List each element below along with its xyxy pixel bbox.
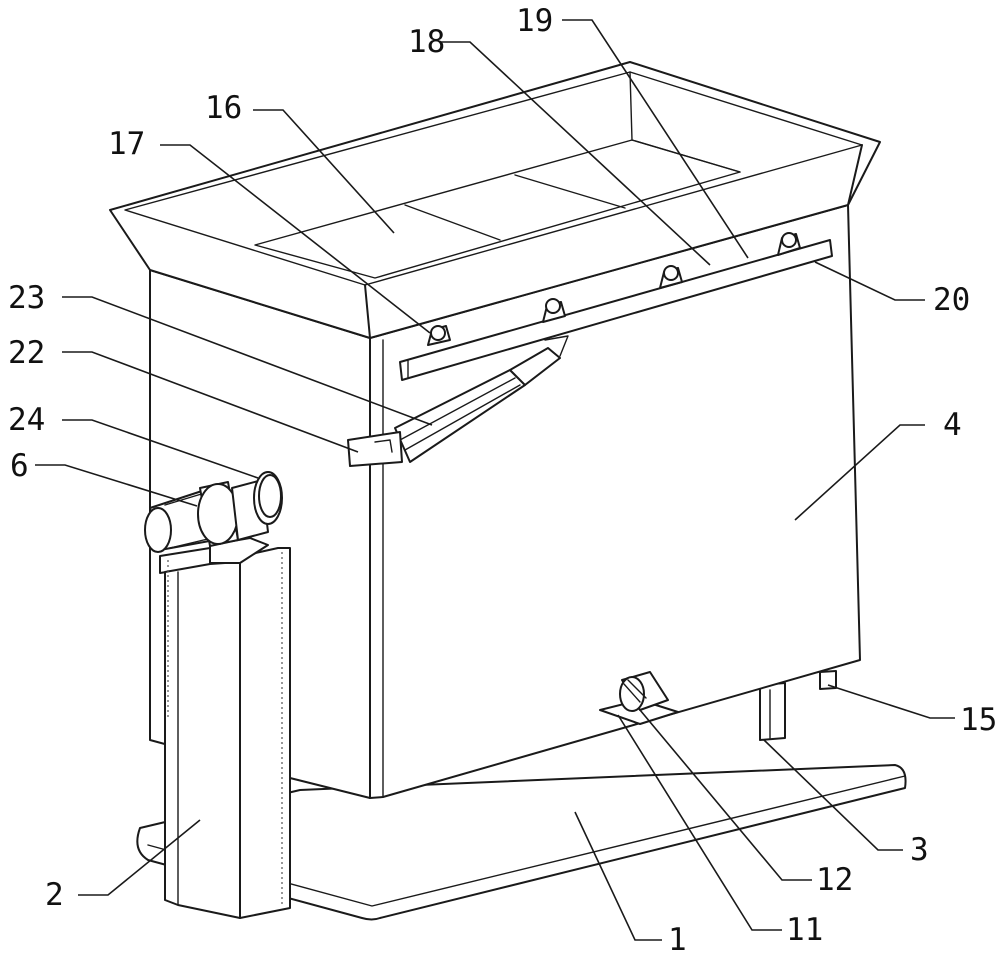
label-2: 2 [45,877,64,913]
label-19: 19 [516,3,553,39]
label-3: 3 [910,832,929,868]
label-16: 16 [205,90,242,126]
hinge-blocks [427,232,801,346]
leader-lines [35,19,955,941]
drive-motor [144,471,283,553]
label-17: 17 [108,126,145,162]
reference-labels: 18 19 16 17 20 23 22 24 6 4 15 3 12 11 1… [8,3,997,957]
label-1: 1 [668,922,687,957]
discharge-chute [347,347,561,467]
label-11: 11 [786,912,823,948]
label-23: 23 [8,280,45,316]
label-12: 12 [816,862,853,898]
label-15: 15 [960,702,997,738]
hinge-19 [777,232,801,256]
slide-rail [399,239,833,381]
hinge-mid [542,298,566,323]
label-6: 6 [10,448,29,484]
label-18: 18 [408,24,445,60]
screen-plates [254,139,741,279]
label-22: 22 [8,335,45,371]
label-4: 4 [943,407,962,443]
label-20: 20 [933,282,970,318]
hinge-18 [659,265,683,289]
bottom-pump [599,671,679,725]
motor-column [159,537,291,919]
hinge-17 [427,325,451,346]
label-24: 24 [8,402,45,438]
